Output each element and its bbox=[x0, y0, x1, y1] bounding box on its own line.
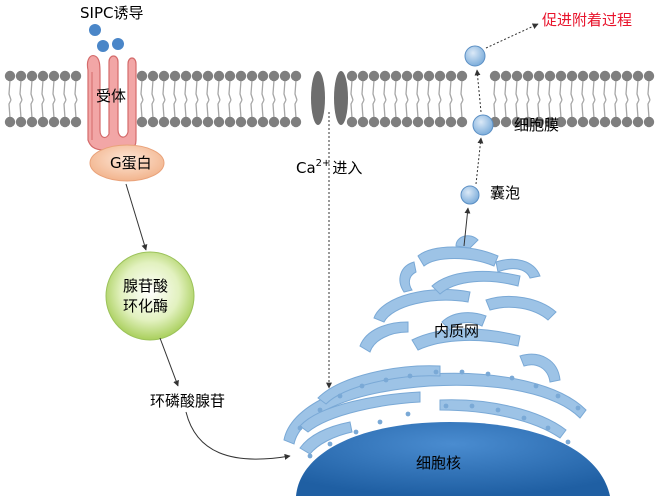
vesicle-exiting bbox=[464, 45, 486, 67]
arrow-ac-to-camp bbox=[159, 337, 179, 387]
g-protein-node bbox=[89, 144, 165, 182]
ribosome-dot bbox=[545, 425, 551, 431]
arrow-er-to-vesicle bbox=[463, 207, 471, 247]
arrow-g-to-ac bbox=[125, 183, 148, 251]
vesicle-in-membrane bbox=[472, 114, 494, 136]
ca-entry-text: 进入 bbox=[332, 159, 362, 177]
sipc-induction-label: SIPC诱导 bbox=[80, 4, 143, 22]
camp-label: 环磷酸腺苷 bbox=[150, 392, 225, 410]
ribosome-dot bbox=[565, 439, 571, 445]
ribosome-dot bbox=[307, 453, 313, 459]
arrow-to-adhesion bbox=[485, 23, 539, 49]
ribosome-dot bbox=[327, 441, 333, 447]
vesicle bbox=[460, 185, 480, 205]
adenylate-cyclase-label-2: 环化酶 bbox=[123, 297, 168, 315]
ribosome-dot bbox=[405, 411, 411, 417]
ribosome-dot bbox=[377, 419, 383, 425]
ca-superscript: 2+ bbox=[316, 158, 331, 169]
ribosome-dots bbox=[297, 369, 581, 459]
adenylate-cyclase-node bbox=[105, 251, 195, 341]
ligand-molecules bbox=[89, 24, 124, 52]
ribosome-dot bbox=[469, 403, 475, 409]
ribosome-dot bbox=[495, 407, 501, 413]
ribosome-dot bbox=[443, 403, 449, 409]
ca-entry-label: Ca2+进入 bbox=[296, 158, 362, 177]
arrows bbox=[125, 23, 539, 460]
ribosome-dot bbox=[575, 405, 581, 411]
cell-membrane-label: 细胞膜 bbox=[514, 116, 559, 134]
arrow-membrane-vesicle-up bbox=[474, 69, 482, 113]
ribosome-dot bbox=[459, 369, 465, 375]
ribosome-dot bbox=[521, 415, 527, 421]
ribosome-dot bbox=[337, 393, 343, 399]
ribosome-dot bbox=[407, 373, 413, 379]
nucleus-label: 细胞核 bbox=[416, 454, 461, 472]
ribosome-dot bbox=[297, 425, 303, 431]
nucleus-shape bbox=[296, 422, 610, 496]
ribosome-dot bbox=[509, 375, 515, 381]
receptor-label: 受体 bbox=[96, 87, 126, 105]
promote-adhesion-label: 促进附着过程 bbox=[542, 11, 632, 29]
ribosome-dot bbox=[383, 377, 389, 383]
arrow-vesicle-to-membrane bbox=[475, 137, 484, 185]
adenylate-cyclase-label-1: 腺苷酸 bbox=[123, 277, 168, 295]
calcium-channel bbox=[311, 71, 348, 125]
ribosome-dot bbox=[555, 393, 561, 399]
endoplasmic-reticulum bbox=[283, 235, 587, 455]
ribosome-dot bbox=[433, 369, 439, 375]
ribosome-dot bbox=[359, 383, 365, 389]
cell-membrane-right bbox=[346, 70, 655, 128]
er-label: 内质网 bbox=[434, 322, 479, 340]
g-protein-label: G蛋白 bbox=[110, 154, 152, 172]
ribosome-dot bbox=[485, 371, 491, 377]
cell-membrane-left bbox=[4, 70, 302, 128]
vesicle-label: 囊泡 bbox=[490, 184, 520, 202]
ca-base: Ca bbox=[296, 159, 316, 177]
ribosome-dot bbox=[353, 429, 359, 435]
ribosome-dot bbox=[533, 383, 539, 389]
arrow-camp-to-nucleus bbox=[185, 411, 291, 460]
ribosome-dot bbox=[317, 407, 323, 413]
